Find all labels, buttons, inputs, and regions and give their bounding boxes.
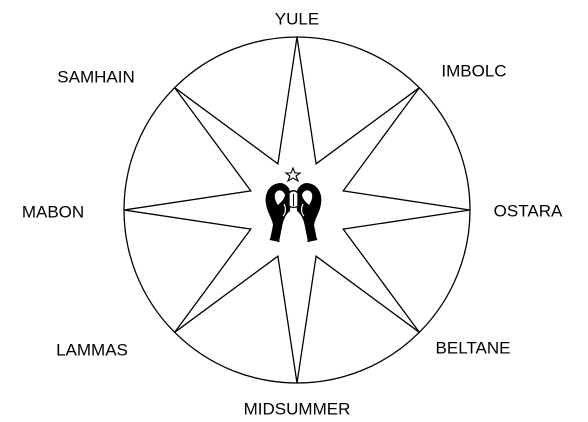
- small-star-icon: [286, 168, 300, 181]
- goddess-hands-emblem-icon: [266, 168, 322, 242]
- label-lammas: LAMMAS: [56, 342, 128, 359]
- label-beltane: BELTANE: [436, 340, 511, 357]
- label-mabon: MABON: [22, 204, 84, 221]
- label-samhain: SAMHAIN: [57, 69, 134, 86]
- label-ostara: OSTARA: [494, 203, 563, 220]
- label-imbolc: IMBOLC: [441, 63, 506, 80]
- label-midsummer: MIDSUMMER: [244, 401, 351, 418]
- label-yule: YULE: [275, 11, 319, 28]
